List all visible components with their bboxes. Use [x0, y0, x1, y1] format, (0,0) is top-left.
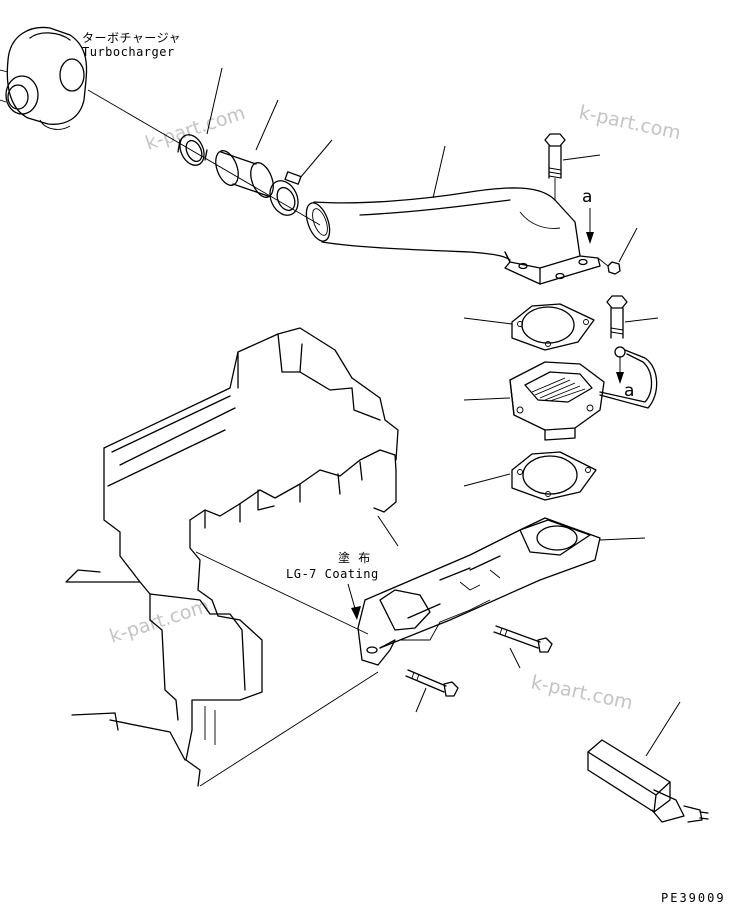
gasket-upper[interactable]	[511, 303, 595, 351]
leader-line	[618, 227, 638, 263]
coating-pointer	[347, 583, 361, 620]
leader-line	[645, 701, 681, 757]
gasket-lower[interactable]	[511, 451, 597, 501]
leader-line	[562, 154, 601, 161]
leader-line	[415, 687, 427, 713]
engine-block[interactable]	[65, 327, 399, 787]
leader-line	[463, 473, 511, 487]
leader-line	[255, 99, 279, 151]
reference-arrow-label-mid: a	[624, 381, 634, 401]
intake-elbow-pipe[interactable]	[302, 187, 601, 285]
manifold-bolt-lower[interactable]	[405, 669, 459, 697]
leader-line	[463, 317, 513, 325]
intake-heater[interactable]	[509, 361, 605, 441]
hose-clamp-2[interactable]	[265, 171, 304, 220]
leader-line	[299, 139, 333, 179]
connector-hose[interactable]	[211, 148, 277, 201]
leader-line	[624, 317, 659, 323]
coating-label-ja: 塗 布	[338, 550, 371, 565]
manifold-bolt-right[interactable]	[493, 625, 553, 653]
intake-manifold[interactable]	[357, 517, 601, 666]
flange-bolt-middle[interactable]	[606, 295, 628, 339]
reference-arrow-mid	[616, 356, 624, 384]
watermark: k-part.com	[529, 671, 635, 714]
sealant-tube[interactable]	[587, 739, 709, 823]
hose-clamp-1[interactable]	[175, 131, 208, 169]
leader-line	[463, 397, 511, 401]
reference-arrow-top	[586, 208, 594, 244]
watermark: k-part.com	[143, 102, 248, 155]
coating-label-en: LG-7 Coating	[286, 567, 379, 581]
leader-line	[206, 67, 223, 135]
leader-line	[432, 145, 446, 199]
turbocharger-label-ja: ターボチャージャ	[82, 31, 181, 45]
nut[interactable]	[597, 257, 621, 275]
leader-line	[599, 537, 646, 541]
flange-bolt-top[interactable]	[544, 133, 566, 200]
reference-code: PE39009	[661, 891, 726, 905]
turbocharger-label-en: Turbocharger	[82, 45, 175, 59]
reference-arrow-label-top: a	[582, 187, 592, 207]
leader-line	[509, 647, 521, 669]
watermark: k-part.com	[107, 595, 212, 648]
turbocharger[interactable]	[0, 26, 88, 130]
leader-line	[377, 515, 399, 547]
watermark: k-part.com	[577, 101, 683, 144]
